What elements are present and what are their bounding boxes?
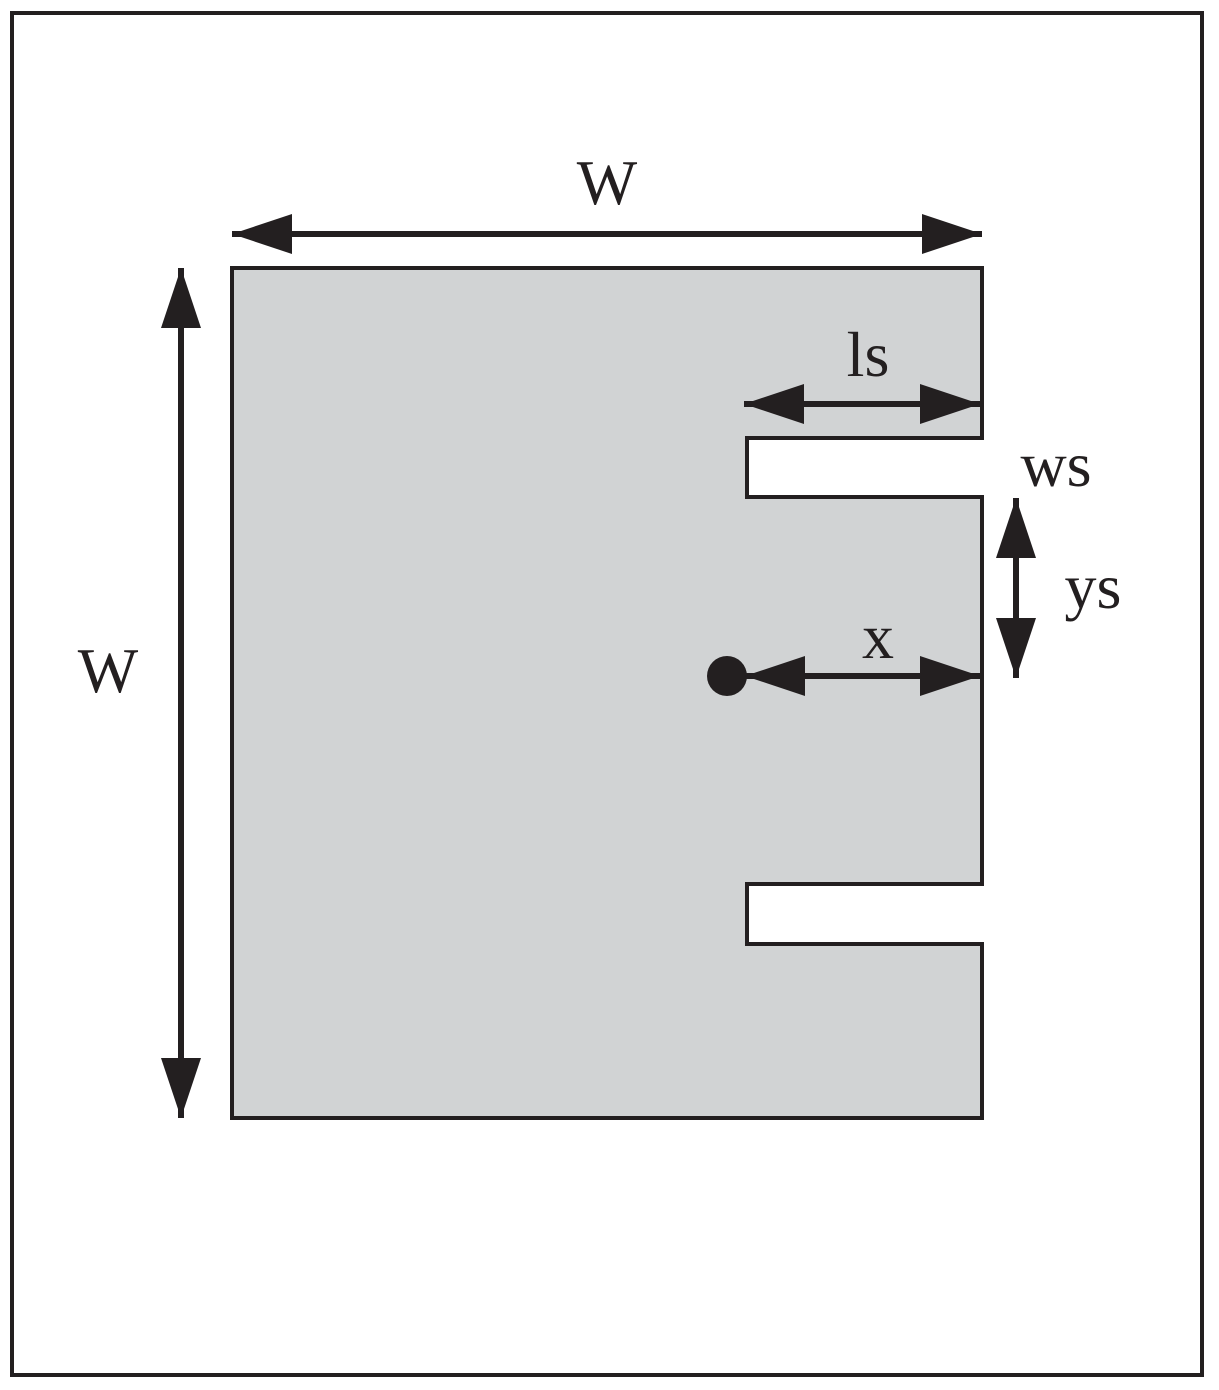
width-top-label: W: [577, 147, 638, 218]
feed-offset-label: x: [862, 601, 894, 672]
slot-offset-label: ys: [1065, 551, 1122, 622]
slot-width-label: ws: [1020, 429, 1091, 500]
width-left-label: W: [78, 635, 139, 706]
feed-point-icon: [707, 656, 747, 696]
patch: [230, 266, 984, 1120]
slot-length-label: ls: [847, 319, 890, 390]
